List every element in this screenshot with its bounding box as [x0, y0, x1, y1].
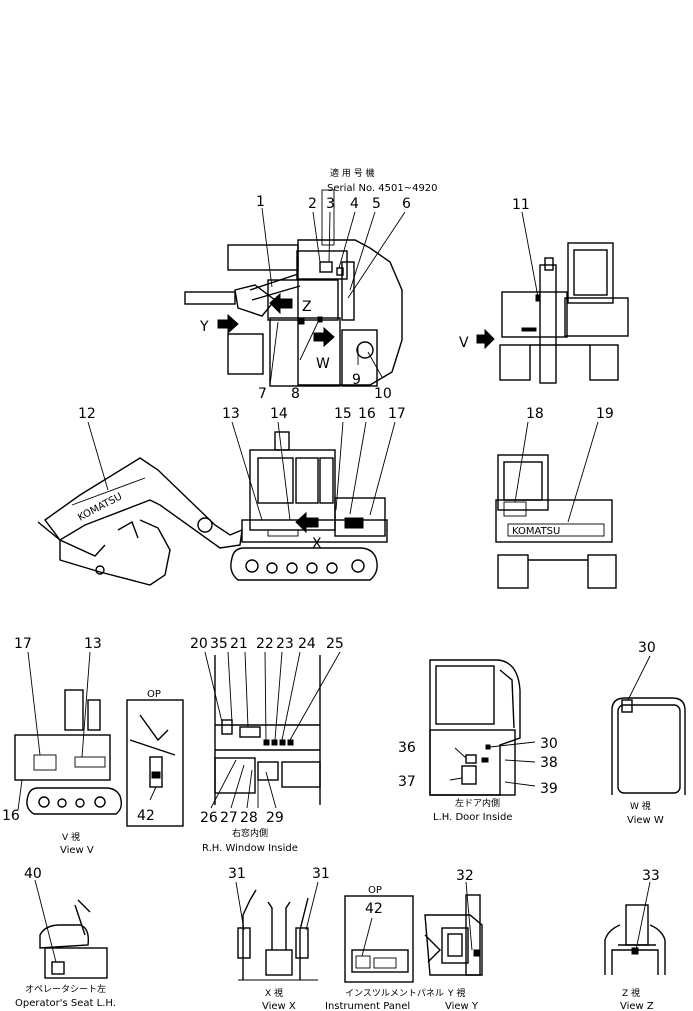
caption-rh-window: R.H. Window Inside: [202, 843, 298, 854]
caption-lh-door: L.H. Door Inside: [433, 812, 512, 823]
op-label-2: OP: [368, 885, 382, 896]
caption-view-y: View Y: [445, 1001, 479, 1011]
callout-7: 7: [258, 386, 267, 402]
view-arrow-y: Y: [199, 319, 209, 335]
callout-28: 28: [240, 810, 258, 826]
callout-27: 27: [220, 810, 238, 826]
callout-24: 24: [298, 636, 316, 652]
callout-16b: 16: [2, 808, 20, 824]
callout-9: 9: [352, 372, 361, 388]
view-arrow-v: V: [459, 335, 469, 351]
op-label-1: OP: [147, 689, 161, 700]
rear-brand-text: KOMATSU: [512, 526, 560, 537]
side-view: [37, 421, 396, 586]
callout-32a: 31: [228, 866, 246, 882]
callout-3: 3: [326, 196, 335, 212]
rh-window-drawing: [204, 651, 341, 809]
callout-17: 17: [388, 406, 406, 422]
callout-21: 21: [230, 636, 248, 652]
rear-view: [495, 421, 617, 589]
caption-view-z-jp: Z 視: [622, 987, 640, 999]
callout-11: 11: [512, 197, 530, 213]
callout-39: 39: [540, 781, 558, 797]
callout-33: 32: [456, 868, 474, 884]
view-arrow-z: Z: [302, 299, 312, 315]
callout-10: 10: [374, 386, 392, 402]
callout-29: 29: [266, 810, 284, 826]
callout-16: 16: [358, 406, 376, 422]
caption-view-z: View Z: [620, 1001, 654, 1011]
view-y-drawing: [424, 881, 483, 976]
callout-15: 15: [334, 406, 352, 422]
op-box-1: [126, 699, 184, 827]
caption-seat: Operator's Seat L.H.: [15, 998, 116, 1009]
caption-rh-window-jp: 右窓内側: [232, 827, 268, 839]
callout-30: 30: [540, 736, 558, 752]
callout-23: 23: [276, 636, 294, 652]
callout-6: 6: [402, 196, 411, 212]
view-arrow-w: W: [316, 356, 330, 372]
callout-18: 18: [526, 406, 544, 422]
callout-38: 38: [540, 755, 558, 771]
callout-20: 20: [190, 636, 208, 652]
callout-25: 25: [326, 636, 344, 652]
callout-37: 37: [398, 774, 416, 790]
callout-32b: 31: [312, 866, 330, 882]
caption-view-x: View X: [262, 1001, 296, 1011]
callout-34: 33: [642, 868, 660, 884]
callout-17b: 17: [14, 636, 32, 652]
view-x-drawing: [235, 881, 319, 981]
serial-label-jp: 適 用 号 機: [330, 167, 375, 179]
callout-1: 1: [256, 194, 265, 210]
caption-view-x-jp: X 視: [265, 987, 283, 999]
operator-seat-drawing: [34, 879, 108, 979]
view-v-drawing: [14, 651, 123, 815]
caption-view-w-jp: W 視: [630, 800, 651, 812]
callout-5: 5: [372, 196, 381, 212]
callout-14: 14: [270, 406, 288, 422]
callout-4: 4: [350, 196, 359, 212]
callout-22: 22: [256, 636, 274, 652]
callout-2: 2: [308, 196, 317, 212]
callout-13b: 13: [84, 636, 102, 652]
caption-view-y-jp: Y 視: [447, 987, 465, 999]
top-plan-view: [184, 189, 406, 387]
caption-view-v: View V: [60, 845, 94, 856]
callout-42: 42: [365, 901, 383, 917]
front-view: [476, 211, 629, 384]
callout-35: 35: [210, 636, 228, 652]
callout-19: 19: [596, 406, 614, 422]
callout-40: 40: [24, 866, 42, 882]
view-arrow-x: X: [312, 536, 322, 552]
instrument-panel-box: [344, 895, 414, 983]
caption-seat-jp: オペレータシート左: [25, 983, 106, 995]
caption-instrument-jp: インスツルメントパネル: [345, 988, 444, 999]
callout-36: 36: [398, 740, 416, 756]
caption-lh-door-jp: 左ドア内側: [455, 797, 500, 809]
view-z-drawing: [604, 881, 666, 975]
caption-view-w: View W: [627, 815, 664, 826]
callout-13: 13: [222, 406, 240, 422]
callout-41: 42: [137, 808, 155, 824]
callout-8: 8: [291, 386, 300, 402]
view-w-drawing: [611, 655, 686, 795]
caption-view-v-jp: V 視: [62, 831, 80, 843]
callout-26: 26: [200, 810, 218, 826]
callout-12: 12: [78, 406, 96, 422]
lh-door-drawing: [429, 659, 536, 796]
serial-label: Serial No. 4501~4920: [327, 183, 438, 194]
caption-instrument: Instrument Panel: [325, 1001, 410, 1011]
callout-31: 30: [638, 640, 656, 656]
